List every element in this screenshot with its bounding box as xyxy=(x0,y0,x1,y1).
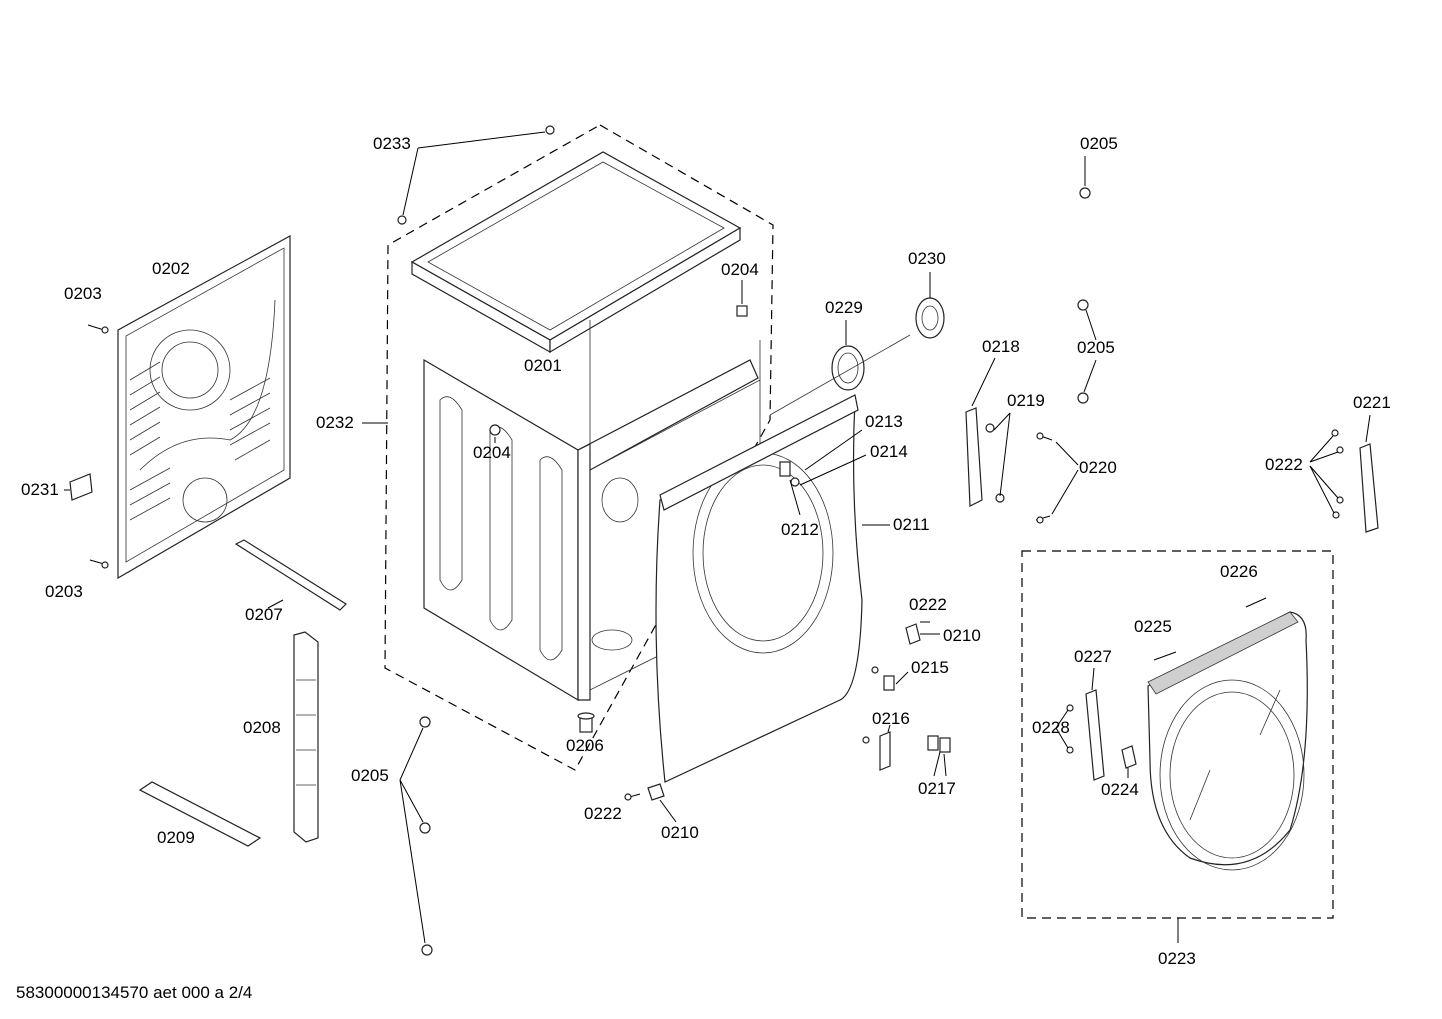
cross-member-0207 xyxy=(234,539,347,611)
callout-0205-mid: 0205 xyxy=(1077,338,1115,357)
callout-0210-lower: 0210 xyxy=(661,823,699,842)
cover-0215 xyxy=(883,675,895,691)
callout-0230: 0230 xyxy=(908,249,946,268)
callout-0223: 0223 xyxy=(1158,949,1196,968)
callout-0233: 0233 xyxy=(373,134,411,153)
callout-0231: 0231 xyxy=(21,480,59,499)
callout-0203-bottom: 0203 xyxy=(45,582,83,601)
cabinet-group-outline xyxy=(384,124,774,771)
callout-0221: 0221 xyxy=(1353,393,1391,412)
front-panel-0211 xyxy=(655,394,863,783)
callout-0219: 0219 xyxy=(1007,391,1045,410)
nut-0205-d xyxy=(419,716,431,728)
hinge-bar-0227 xyxy=(1085,689,1105,781)
callout-0205-left: 0205 xyxy=(351,766,389,785)
callout-0202: 0202 xyxy=(152,259,190,278)
callout-0216: 0216 xyxy=(872,709,910,728)
foot-0206 xyxy=(577,712,595,733)
lens-0214 xyxy=(790,477,800,487)
lock-0210-lower xyxy=(647,783,665,801)
pin-0219 xyxy=(985,423,1005,503)
callout-0226: 0226 xyxy=(1220,562,1258,581)
hinge-0218 xyxy=(965,407,983,507)
screw-0203-top xyxy=(87,324,109,334)
door-0223 xyxy=(1147,611,1308,871)
screw-0233-a xyxy=(545,125,555,135)
nut-0205-c xyxy=(1077,392,1089,404)
screw-0233-b xyxy=(397,215,407,225)
switch-0217 xyxy=(927,735,951,753)
callout-0218: 0218 xyxy=(982,337,1020,356)
callout-0207: 0207 xyxy=(245,605,283,624)
callout-0225: 0225 xyxy=(1134,617,1172,636)
callout-0213: 0213 xyxy=(865,412,903,431)
handle-0221 xyxy=(1359,443,1379,533)
callout-0212: 0212 xyxy=(781,520,819,539)
nut-0205-f xyxy=(421,944,433,956)
screw-0220 xyxy=(1035,432,1053,524)
screws-0228 xyxy=(1066,704,1074,754)
door-frame-0226 xyxy=(1147,611,1299,695)
callout-0208: 0208 xyxy=(243,718,281,737)
callout-0215: 0215 xyxy=(911,658,949,677)
callout-0227: 0227 xyxy=(1074,647,1112,666)
clip-0204-a xyxy=(736,305,748,317)
bracket-0216 xyxy=(879,731,891,771)
callout-0232: 0232 xyxy=(316,413,354,432)
back-panel-part xyxy=(117,234,291,580)
callout-0228: 0228 xyxy=(1032,718,1070,737)
callout-0229: 0229 xyxy=(825,298,863,317)
callout-0211: 0211 xyxy=(893,515,930,534)
screws-0222-right xyxy=(1331,429,1344,519)
nut-0205-b xyxy=(1077,299,1089,311)
top-cover-0201 xyxy=(410,151,742,354)
ring-0230 xyxy=(915,297,945,339)
ring-0229 xyxy=(831,345,865,391)
callout-0222-lower: 0222 xyxy=(584,804,622,823)
switch-0212 xyxy=(779,461,791,477)
callout-0201: 0201 xyxy=(524,356,562,375)
base-rail-0209 xyxy=(138,781,262,847)
catch-0224 xyxy=(1121,745,1137,769)
side-rail-0208 xyxy=(293,631,319,843)
callout-0204-a: 0204 xyxy=(721,260,759,279)
nut-0205-e xyxy=(419,822,431,834)
callout-0220: 0220 xyxy=(1079,458,1117,477)
callout-0214: 0214 xyxy=(870,442,908,461)
callout-0210-upper: 0210 xyxy=(943,626,981,645)
callout-0203-top: 0203 xyxy=(64,284,102,303)
screw-0203-bottom xyxy=(89,559,109,569)
callout-0224: 0224 xyxy=(1101,780,1139,799)
callout-0217: 0217 xyxy=(918,779,956,798)
drawing-reference-footer: 58300000134570 aet 000 a 2/4 xyxy=(16,983,253,1002)
callout-0222-right: 0222 xyxy=(1265,455,1303,474)
bracket-0231 xyxy=(69,473,93,501)
clip-0204-b xyxy=(489,424,501,436)
cabinet-body-0232 xyxy=(423,320,761,702)
nut-0205-a xyxy=(1079,187,1091,199)
callout-0209: 0209 xyxy=(157,828,195,847)
callout-0222-mid: 0222 xyxy=(909,595,947,614)
callout-0205-top: 0205 xyxy=(1080,134,1118,153)
callout-0206: 0206 xyxy=(566,736,604,755)
lock-0210-upper xyxy=(905,623,921,645)
callout-0204-b: 0204 xyxy=(473,443,511,462)
